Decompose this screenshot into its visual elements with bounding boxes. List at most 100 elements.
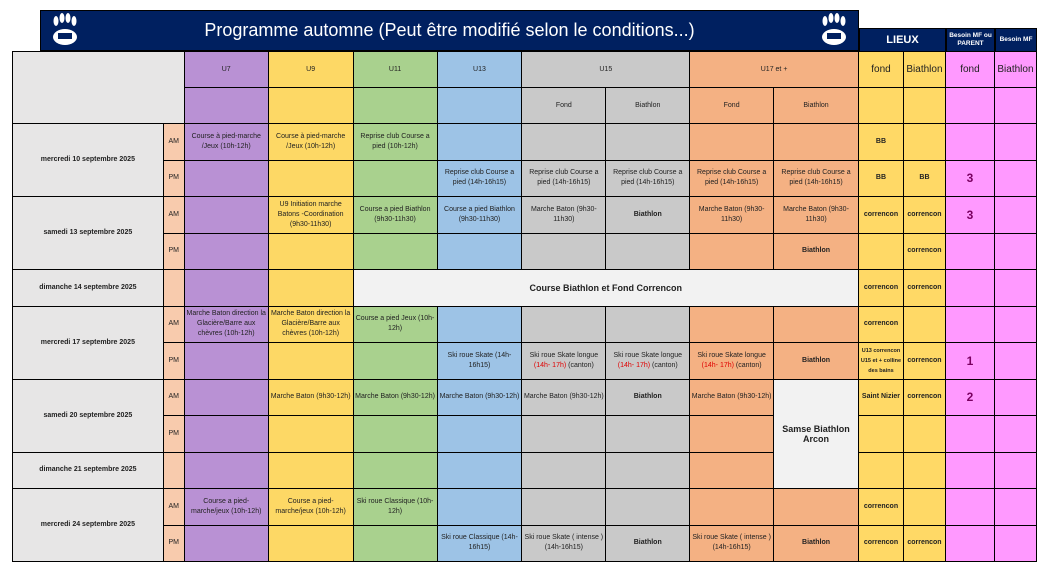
no-session-cell — [689, 451, 775, 489]
session-cell: Reprise club Course a pied (14h-16h15) — [773, 159, 859, 197]
session-cell — [521, 123, 607, 161]
club-logo-icon — [53, 13, 77, 45]
mf-count-cell — [944, 451, 995, 489]
session-cell: Biathlon — [605, 378, 691, 416]
mf-count-cell — [993, 305, 1037, 343]
mf-col-header: Biathlon — [993, 51, 1037, 88]
mf-count-cell — [944, 415, 995, 453]
session-cell — [267, 342, 354, 380]
date-cell: mercredi 24 septembre 2025 — [12, 488, 164, 562]
lieux-col-header: Biathlon — [902, 51, 946, 88]
session-cell — [605, 415, 691, 453]
date-cell: samedi 20 septembre 2025 — [12, 378, 164, 453]
session-cell: Marche Baton (9h30-12h) — [689, 378, 775, 416]
session-cell — [183, 415, 269, 453]
mf-count-cell — [944, 232, 995, 270]
date-cell: samedi 13 septembre 2025 — [12, 196, 164, 270]
session-cell: Marche Baton (9h30-11h30) — [521, 196, 607, 234]
cell-text: (canton) — [566, 361, 594, 369]
session-cell — [521, 305, 607, 343]
lieu-cell: Saint Nizier — [857, 378, 904, 416]
lieu-cell: correncon — [857, 524, 904, 562]
session-cell — [605, 488, 691, 526]
session-cell — [183, 196, 269, 234]
session-cell: Course a pied Biathlon (9h30-11h30) — [436, 196, 523, 234]
lieu-cell — [857, 232, 904, 270]
session-cell: Marche Baton direction la Glacière/Barre… — [267, 305, 354, 343]
session-cell — [605, 232, 691, 270]
lieu-cell: U13 correncon U15 et + colline des bains — [857, 342, 904, 380]
session-cell: Marche Baton (9h30-12h) — [352, 378, 438, 416]
lieu-cell: correncon — [902, 232, 946, 270]
session-cell: Marche Baton direction la Glacière/Barre… — [183, 305, 269, 343]
mf-count-cell: 1 — [944, 342, 995, 380]
lieu-cell: BB — [857, 123, 904, 161]
session-cell: Course à pied-marche /Jeux (10h-12h) — [267, 123, 354, 161]
cell-text: (canton) — [650, 361, 678, 369]
session-cell: Ski roue Skate ( intense )(14h-16h15) — [689, 524, 775, 562]
session-cell: Ski roue Skate longue (14h- 17h) (canton… — [605, 342, 691, 380]
date-cell: dimanche 21 septembre 2025 — [12, 451, 164, 489]
lieu-cell — [857, 415, 904, 453]
mf-count-cell: 3 — [944, 196, 995, 234]
session-cell: Course a pied Jeux (10h-12h) — [352, 305, 438, 343]
no-session-cell — [183, 269, 269, 307]
ampm-cell: PM — [162, 232, 185, 270]
lieu-cell — [902, 488, 946, 526]
no-session-cell — [267, 451, 354, 489]
no-session-cell — [605, 451, 691, 489]
mf-count-cell — [993, 196, 1037, 234]
ampm-cell: AM — [162, 378, 185, 416]
besoin-mf-header: Besoin MF — [995, 28, 1037, 52]
session-cell — [183, 159, 269, 197]
subheader-empty — [902, 87, 946, 124]
subheader-empty — [436, 87, 523, 124]
session-cell — [436, 415, 523, 453]
mf-count-cell — [993, 488, 1037, 526]
session-cell — [436, 123, 523, 161]
lieu-cell: correncon — [857, 488, 904, 526]
group-header: U9 — [267, 51, 354, 88]
session-cell — [689, 232, 775, 270]
subheader: Fond — [689, 87, 775, 124]
lieu-cell: correncon — [902, 342, 946, 380]
mf-count-cell — [944, 269, 995, 307]
date-cell: mercredi 10 septembre 2025 — [12, 123, 164, 197]
lieu-cell — [902, 123, 946, 161]
mf-count-cell — [944, 305, 995, 343]
session-cell — [352, 232, 438, 270]
lieu-cell: correncon — [902, 269, 946, 307]
date-cell: dimanche 14 septembre 2025 — [12, 269, 164, 307]
lieu-cell: BB — [902, 159, 946, 197]
event-cell: Samse Biathlon Arcon — [773, 378, 859, 489]
session-cell — [352, 524, 438, 562]
header-corner — [12, 51, 185, 124]
session-cell: Biathlon — [773, 524, 859, 562]
lieu-cell — [902, 305, 946, 343]
session-cell: Course a pied-marche/jeux (10h-12h) — [267, 488, 354, 526]
ampm-cell: PM — [162, 415, 185, 453]
session-cell — [267, 415, 354, 453]
session-cell: Ski roue Skate longue (14h- 17h) (canton… — [521, 342, 607, 380]
session-cell — [689, 415, 775, 453]
session-cell — [436, 488, 523, 526]
date-cell: mercredi 17 septembre 2025 — [12, 305, 164, 380]
cell-text: Ski roue Skate longue — [529, 351, 599, 359]
subheader: Fond — [521, 87, 607, 124]
time-highlight: (14h- 17h) — [533, 361, 567, 369]
ampm-cell: AM — [162, 123, 185, 161]
page-title: Programme automne (Peut être modifié sel… — [204, 20, 695, 40]
session-cell: Biathlon — [605, 196, 691, 234]
cell-text: Ski roue Skate longue — [613, 351, 682, 359]
session-cell — [183, 342, 269, 380]
cell-text: Ski roue Skate longue — [697, 351, 766, 359]
session-cell — [689, 488, 775, 526]
